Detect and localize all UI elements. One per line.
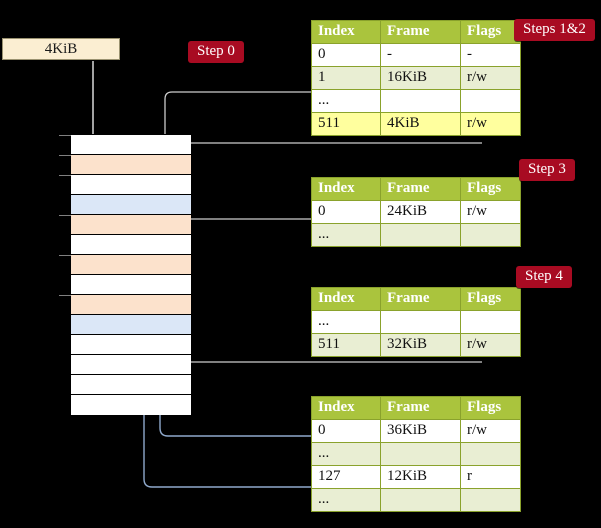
- memory-frame-row: [71, 275, 191, 295]
- table-cell: ...: [311, 488, 381, 512]
- physical-memory-column: [59, 134, 191, 415]
- table-cell: 36KiB: [380, 419, 461, 443]
- column-header-flags: Flags: [460, 177, 521, 201]
- table-cell: [380, 488, 461, 512]
- table-cell: [460, 310, 521, 334]
- table-cell: 0: [311, 200, 381, 224]
- column-header-flags: Flags: [460, 20, 521, 44]
- column-header-frame: Frame: [380, 177, 461, 201]
- table-row: ...: [311, 442, 521, 466]
- table-cell: r/w: [460, 112, 521, 136]
- memory-frame-row: [59, 215, 191, 235]
- table-cell: 12KiB: [380, 465, 461, 489]
- column-header-frame: Frame: [380, 396, 461, 420]
- table-cell: 0: [311, 43, 381, 67]
- badge-steps-1-2: Steps 1&2: [514, 19, 595, 41]
- memory-frame-row: [71, 395, 191, 415]
- column-header-frame: Frame: [380, 20, 461, 44]
- memory-frame-row: [71, 355, 191, 375]
- table-cell: 4KiB: [380, 112, 461, 136]
- table-cell: 16KiB: [380, 66, 461, 90]
- memory-frame-row: [59, 175, 191, 195]
- table-row: ...: [311, 310, 521, 334]
- table-cell: -: [460, 43, 521, 67]
- memory-frame-row: [59, 295, 191, 315]
- table-cell: r/w: [460, 200, 521, 224]
- table-cell: ...: [311, 223, 381, 247]
- badge-step-3: Step 3: [519, 159, 575, 181]
- memory-row-tick: [59, 215, 71, 216]
- memory-row-tick: [59, 155, 71, 156]
- badge-step-4: Step 4: [516, 266, 572, 288]
- column-header-index: Index: [311, 396, 381, 420]
- table-cell: [380, 89, 461, 113]
- column-header-flags: Flags: [460, 287, 521, 311]
- table-cell: ...: [311, 310, 381, 334]
- memory-frame-row: [71, 335, 191, 355]
- memory-frame-row: [71, 195, 191, 215]
- table-cell: r/w: [460, 66, 521, 90]
- table-cell: r/w: [460, 419, 521, 443]
- table-cell: [460, 488, 521, 512]
- column-header-index: Index: [311, 177, 381, 201]
- memory-frame-row: [59, 255, 191, 275]
- table-row: ...: [311, 223, 521, 247]
- table-cell: -: [380, 43, 461, 67]
- table-cell: [380, 223, 461, 247]
- table-cell: 24KiB: [380, 200, 461, 224]
- page-box-4kib: 4KiB: [2, 38, 120, 60]
- column-header-frame: Frame: [380, 287, 461, 311]
- table-cell: [460, 442, 521, 466]
- memory-row-tick: [59, 175, 71, 176]
- memory-frame-row: [71, 375, 191, 395]
- memory-frame-row: [71, 235, 191, 255]
- memory-row-tick: [59, 135, 71, 136]
- table-row: ...: [311, 89, 521, 113]
- table-cell: r: [460, 465, 521, 489]
- table-cell: [380, 310, 461, 334]
- memory-row-tick: [59, 295, 71, 296]
- table-cell: [460, 89, 521, 113]
- table-cell: 1: [311, 66, 381, 90]
- table-cell: r/w: [460, 333, 521, 357]
- table-cell: 127: [311, 465, 381, 489]
- memory-frame-row: [59, 155, 191, 175]
- table-cell: ...: [311, 89, 381, 113]
- table-row: ...: [311, 488, 521, 512]
- column-header-flags: Flags: [460, 396, 521, 420]
- column-header-index: Index: [311, 287, 381, 311]
- table-cell: 32KiB: [380, 333, 461, 357]
- memory-frame-row: [71, 315, 191, 335]
- column-header-index: Index: [311, 20, 381, 44]
- table-row: 0--: [311, 43, 521, 67]
- table-cell: ...: [311, 442, 381, 466]
- memory-frame-row: [59, 135, 191, 155]
- table-cell: 511: [311, 333, 381, 357]
- table-cell: 511: [311, 112, 381, 136]
- table-cell: [460, 223, 521, 247]
- table-cell: [380, 442, 461, 466]
- table-cell: 0: [311, 419, 381, 443]
- badge-step-0: Step 0: [188, 41, 244, 63]
- memory-row-tick: [59, 255, 71, 256]
